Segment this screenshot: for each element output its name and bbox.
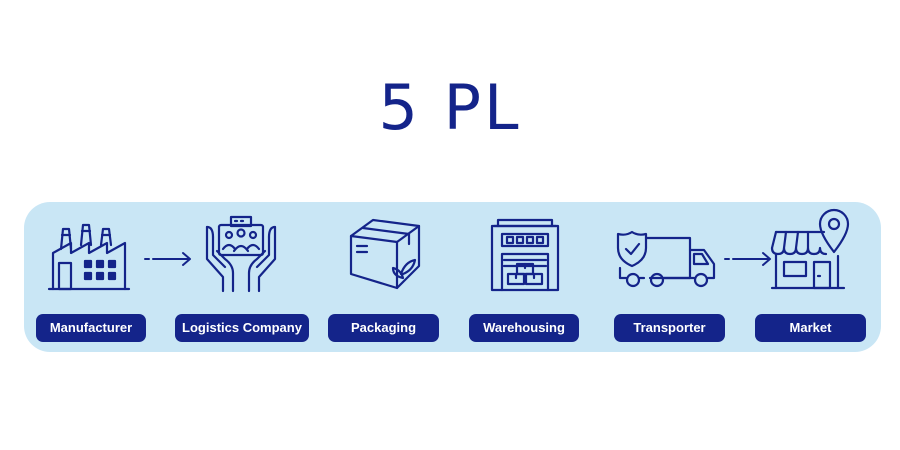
store-location-icon (770, 208, 856, 292)
flow-arrow-2 (723, 251, 773, 267)
step-label-warehousing: Warehousing (469, 314, 579, 342)
process-panel (24, 202, 881, 352)
step-label-logistics-company: Logistics Company (175, 314, 309, 342)
page-title: 5 PL (378, 71, 522, 144)
delivery-truck-icon (616, 228, 722, 290)
step-label-manufacturer: Manufacturer (36, 314, 146, 342)
box-icon (347, 216, 423, 292)
flow-arrow-1 (143, 251, 193, 267)
step-label-market: Market (755, 314, 866, 342)
step-label-packaging: Packaging (328, 314, 439, 342)
warehouse-icon (490, 216, 560, 292)
step-label-transporter: Transporter (614, 314, 725, 342)
factory-icon (47, 215, 131, 291)
hands-with-team-icon (203, 213, 279, 293)
